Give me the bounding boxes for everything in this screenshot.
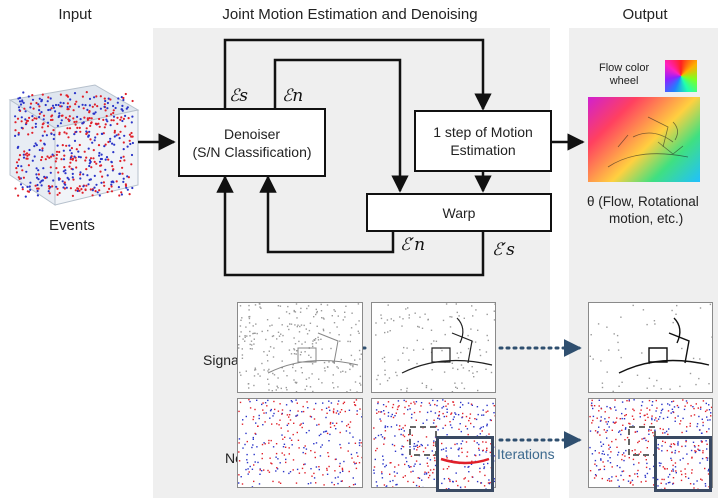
warp-title: Warp	[442, 204, 476, 221]
signal-iwe-output	[588, 302, 713, 393]
theta-line2: motion, etc.)	[609, 211, 684, 226]
wheel-label-line1: Flow color	[599, 62, 650, 74]
es-prime-symbol: ℰ′s	[492, 240, 515, 260]
noise-initial	[237, 398, 363, 488]
denoiser-box: Denoiser (S/N Classification)	[178, 108, 326, 177]
theta-label: θ (Flow, Rotational motion, etc.)	[587, 193, 699, 227]
motion-subtitle: Estimation	[450, 142, 516, 158]
denoiser-subtitle: (S/N Classification)	[192, 143, 312, 160]
events-label: Events	[49, 217, 95, 234]
wheel-label-line2: wheel	[609, 75, 639, 87]
flow-color-wheel	[665, 60, 697, 92]
iterations-label: Iterations	[497, 446, 555, 462]
signal-iwe-initial	[237, 302, 363, 393]
noise-output-zoom	[654, 436, 712, 492]
denoiser-title: Denoiser	[223, 125, 281, 142]
motion-estimation-box: 1 step of Motion Estimation	[414, 110, 552, 172]
en-prime-symbol: ℰ′n	[400, 235, 426, 255]
joint-header: Joint Motion Estimation and Denoising	[222, 6, 478, 23]
input-header: Input	[58, 6, 92, 23]
wheel-label: Flow color wheel	[599, 62, 649, 88]
output-header: Output	[622, 6, 668, 23]
flow-output-image	[588, 97, 700, 182]
signal-iwe-intermediate	[371, 302, 496, 393]
motion-title: 1 step of Motion	[433, 124, 533, 140]
theta-line1: θ (Flow, Rotational	[587, 194, 699, 209]
noise-intermediate-zoom	[436, 436, 494, 492]
en-symbol: ℰn	[282, 86, 304, 106]
event-cube	[8, 84, 140, 206]
es-symbol: ℰs	[229, 86, 249, 106]
warp-box: Warp	[366, 193, 552, 232]
